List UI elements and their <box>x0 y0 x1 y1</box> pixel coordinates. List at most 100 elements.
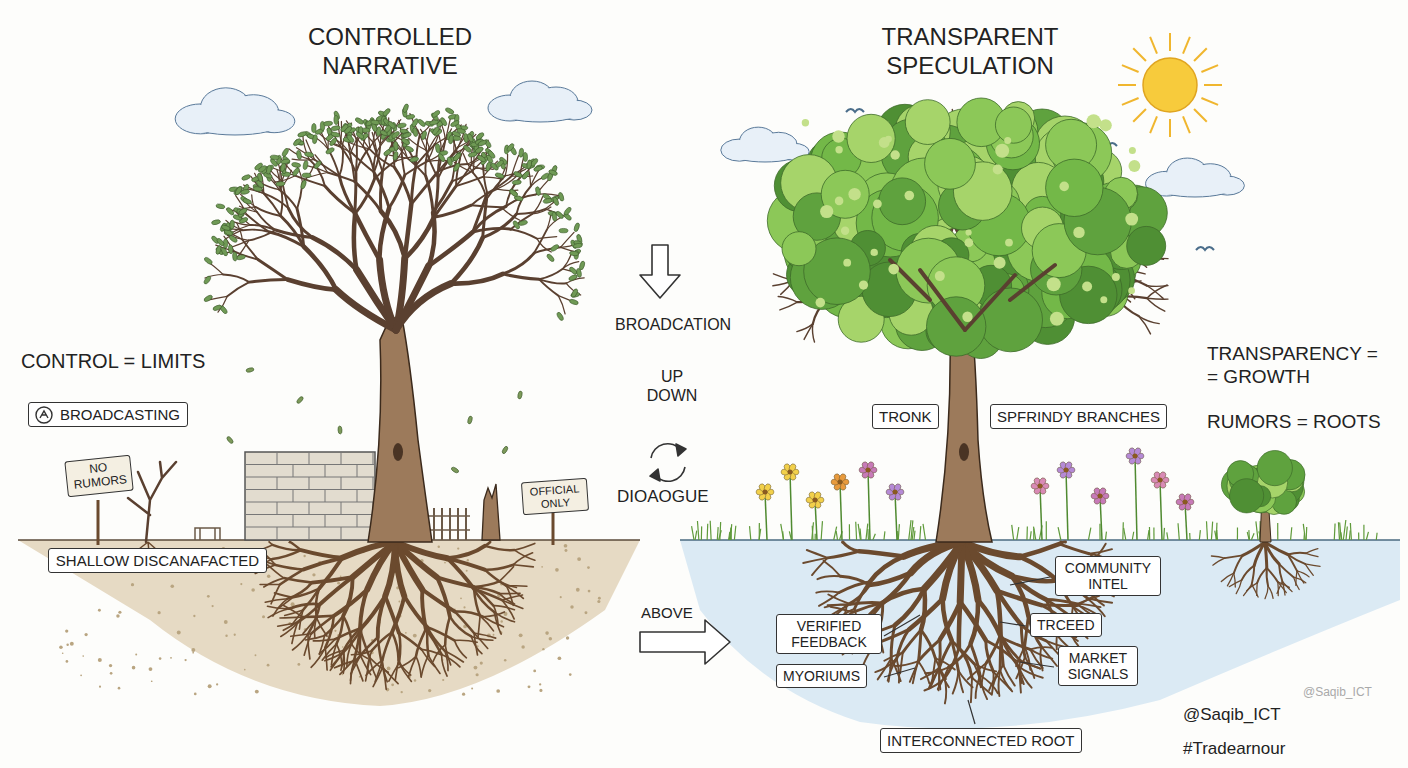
soil-dot <box>297 663 300 666</box>
leaf <box>509 188 519 197</box>
branch <box>275 176 296 182</box>
soil-dot <box>476 673 479 676</box>
soil-dot <box>566 636 569 639</box>
branch <box>503 274 539 279</box>
fence-post <box>457 508 459 540</box>
leaf <box>556 311 564 321</box>
background-layer <box>18 33 1400 728</box>
branch <box>280 616 303 619</box>
highlight <box>966 229 972 235</box>
leaf <box>212 304 222 311</box>
sun-ray <box>1118 84 1136 86</box>
soil-dot <box>132 666 136 670</box>
highlight <box>1082 282 1092 292</box>
trees <box>128 98 1377 703</box>
leaf <box>225 207 234 216</box>
knot <box>393 443 403 461</box>
branch <box>233 225 250 232</box>
branch <box>473 173 487 199</box>
highlight <box>1073 227 1084 238</box>
leaf <box>495 159 505 168</box>
leaf <box>568 274 578 282</box>
foliage <box>927 297 986 356</box>
branch <box>350 154 354 181</box>
leaf <box>391 130 401 139</box>
branch <box>352 644 368 658</box>
sun-ray <box>1122 65 1139 72</box>
flower <box>1151 471 1169 540</box>
soil-dot <box>207 595 210 598</box>
trunk <box>368 318 432 542</box>
grass <box>697 521 698 540</box>
branch <box>932 658 935 682</box>
leaf <box>569 251 578 256</box>
branch <box>366 658 370 681</box>
highlight <box>1050 312 1064 326</box>
grass <box>1153 527 1154 540</box>
broken-stump <box>482 484 500 540</box>
grass <box>1343 520 1346 540</box>
highlight <box>888 264 899 275</box>
soil-dot <box>149 667 153 671</box>
leaf <box>506 143 515 153</box>
branch <box>268 609 289 618</box>
grass <box>834 527 837 540</box>
grass <box>1026 526 1028 540</box>
sun-ray <box>1150 37 1157 54</box>
branch <box>342 542 395 558</box>
branch <box>780 302 798 310</box>
branch <box>249 279 287 282</box>
cloud <box>721 127 809 162</box>
branch <box>258 259 288 279</box>
soil-dot <box>66 643 68 645</box>
soil-dot <box>493 634 495 636</box>
soil-dot <box>159 657 162 660</box>
leaf <box>216 237 225 247</box>
falling-leaf <box>451 466 460 474</box>
small-fence <box>195 528 220 540</box>
fence-post <box>441 508 443 540</box>
grass <box>883 531 885 540</box>
branch <box>378 637 383 667</box>
grass <box>695 531 697 540</box>
brick-line <box>341 502 342 515</box>
grass <box>1012 525 1014 540</box>
soil-dot <box>414 679 416 681</box>
flower-center <box>1038 484 1043 489</box>
soil-dot <box>193 615 195 617</box>
leaf <box>276 181 285 186</box>
leaf <box>445 107 455 115</box>
leaf <box>215 245 222 255</box>
grass <box>1306 527 1308 540</box>
branch <box>953 671 959 694</box>
brick-line <box>293 465 294 478</box>
branch <box>500 594 515 604</box>
soil-dot <box>480 662 483 665</box>
highlight <box>1100 296 1107 303</box>
fence-post <box>433 508 435 540</box>
highlight <box>1087 114 1101 128</box>
leaf <box>203 256 213 265</box>
sun-ray <box>1201 65 1218 72</box>
grass <box>692 526 694 540</box>
leaf <box>323 121 332 126</box>
grass <box>849 524 850 540</box>
highlight <box>994 257 1006 269</box>
branch <box>514 565 534 567</box>
cloud <box>488 81 592 122</box>
leaf <box>257 165 267 174</box>
highlight <box>816 298 826 308</box>
grass <box>1088 528 1090 540</box>
soil-dot <box>564 544 568 548</box>
sun-ray <box>1133 48 1146 61</box>
grass <box>1178 523 1179 540</box>
leaf <box>573 243 583 249</box>
grass <box>782 531 784 540</box>
flower-center <box>813 498 818 503</box>
brick-line <box>293 490 294 503</box>
stem <box>790 472 792 540</box>
branch <box>289 541 291 543</box>
soil-dot <box>442 679 444 681</box>
leaf <box>346 134 355 144</box>
falling-leaf <box>296 396 304 405</box>
